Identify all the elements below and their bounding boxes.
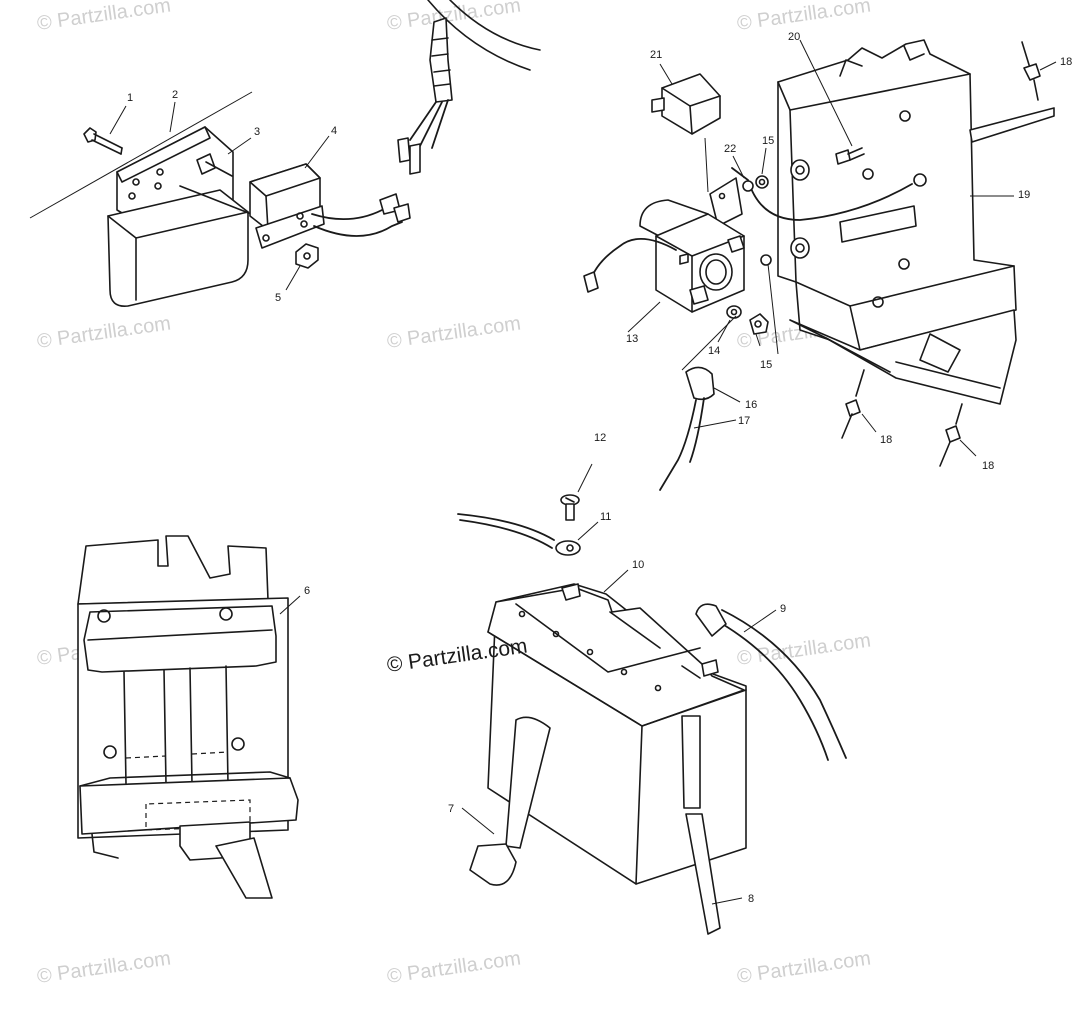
callout-9: 9 — [780, 603, 786, 615]
strap-7 — [505, 716, 551, 849]
terminal-cover-21 — [651, 73, 721, 135]
callout-2: 2 — [172, 89, 178, 101]
wire-harness — [397, 0, 541, 175]
nut-5 — [295, 243, 319, 269]
rivet-18b — [841, 369, 865, 439]
bolt-1 — [83, 127, 123, 155]
wire-terminal — [583, 271, 599, 293]
relay-4 — [249, 163, 325, 249]
callout-16: 16 — [745, 399, 757, 411]
nut-15a — [742, 175, 769, 192]
callout-19: 19 — [1018, 189, 1030, 201]
rivet-18c — [939, 403, 963, 467]
callout-17: 17 — [738, 415, 750, 427]
frame-line — [29, 91, 253, 219]
callout-14: 14 — [708, 345, 720, 357]
callout-4: 4 — [331, 125, 337, 137]
callout-11: 11 — [600, 511, 611, 523]
callout-8: 8 — [748, 893, 754, 905]
solenoid-13 — [639, 177, 745, 313]
nut-15b — [749, 313, 769, 335]
callout-7: 7 — [448, 803, 454, 815]
wire-terminal — [393, 203, 411, 223]
callout-20: 20 — [788, 31, 800, 43]
battery-group: 9 12 11 10 — [448, 432, 847, 935]
callout-10: 10 — [632, 559, 644, 571]
callout-6: 6 — [304, 585, 310, 597]
strap-end — [469, 843, 517, 886]
battery-box-19 — [777, 39, 1055, 405]
callout-22: 22 — [724, 143, 736, 155]
solenoid-group: 21 20 18 22 15 19 13 14 15 16 17 18 18 — [583, 31, 1072, 491]
callout-18b: 18 — [880, 434, 892, 446]
ring-terminal-11 — [555, 540, 581, 556]
ground-ring — [913, 173, 927, 187]
washer — [760, 254, 772, 266]
watermark: © Partzilla.com — [736, 0, 873, 35]
watermark: © Partzilla.com — [386, 312, 523, 353]
watermark: © Partzilla.com — [736, 947, 873, 988]
callout-15a: 15 — [762, 135, 774, 147]
callout-5: 5 — [275, 292, 281, 304]
callout-18c: 18 — [982, 460, 994, 472]
washer-14 — [726, 305, 742, 319]
watermark: © Partzilla.com — [36, 312, 173, 353]
screw-20 — [835, 147, 865, 165]
callout-3: 3 — [254, 126, 260, 138]
cable-boot-9 — [695, 603, 727, 637]
boot-16 — [685, 366, 715, 401]
callout-13: 13 — [626, 333, 638, 345]
regulator-group: 1 2 3 4 5 — [29, 0, 541, 307]
callout-12: 12 — [594, 432, 606, 444]
watermark: © Partzilla.com — [386, 0, 523, 35]
callout-15b: 15 — [760, 359, 772, 371]
vent-tube-8 — [681, 715, 701, 809]
watermark: © Partzilla.com — [36, 947, 173, 988]
screw-12 — [560, 494, 580, 521]
rivet-18a — [1021, 41, 1041, 101]
battery-tray-6: 6 — [77, 535, 310, 899]
watermark: © Partzilla.com — [736, 629, 873, 670]
callout-18a: 18 — [1060, 56, 1072, 68]
regulator-3 — [107, 153, 293, 307]
callout-1: 1 — [127, 92, 133, 104]
watermark: © Partzilla.com — [36, 0, 173, 35]
callout-21: 21 — [650, 49, 662, 61]
watermark: © Partzilla.com — [386, 947, 523, 988]
